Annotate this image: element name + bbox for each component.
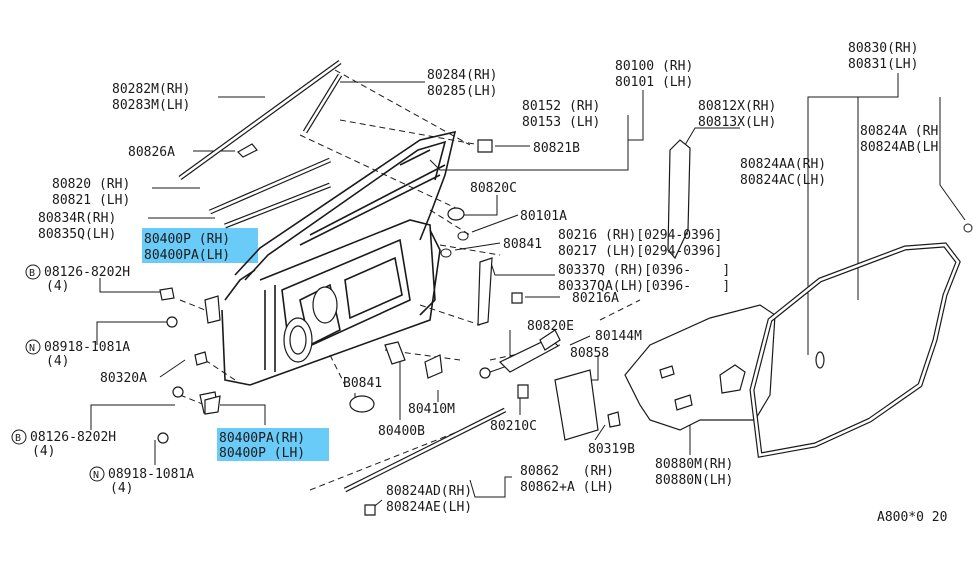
label-nut1-code: 08918-1081A xyxy=(44,340,130,355)
label-80831: 80831(LH) xyxy=(848,57,918,72)
label-80820E: 80820E xyxy=(527,319,574,334)
label-B0841: B0841 xyxy=(343,376,382,391)
label-80337QA: 80337QA(LH)[0396- ] xyxy=(558,279,730,294)
label-80216A: 80216A xyxy=(572,291,619,306)
label-80841: 80841 xyxy=(503,237,542,252)
label-80830: 80830(RH) xyxy=(848,41,918,56)
label-80284: 80284(RH) xyxy=(427,68,497,83)
label-80821B: 80821B xyxy=(533,141,580,156)
highlight-80400P-top xyxy=(142,228,258,263)
highlight-80400PA-bottom xyxy=(217,428,329,461)
label-80812X: 80812X(RH) xyxy=(698,99,776,114)
label-80144M: 80144M xyxy=(595,329,642,344)
label-80282M: 80282M(RH) xyxy=(112,82,190,97)
label-80337Q: 80337Q (RH)[0396- ] xyxy=(558,263,730,278)
label-bolt1-code: 08126-8202H xyxy=(44,265,130,280)
label-80862A: 80862+A (LH) xyxy=(520,480,614,495)
nut-symbol-2-letter: N xyxy=(93,470,99,481)
label-80813X: 80813X(LH) xyxy=(698,115,776,130)
diagram-code: A800*0 20 xyxy=(877,510,947,525)
bolt-symbol-2 xyxy=(11,429,27,445)
label-80216: 80216 (RH)[0294-0396] xyxy=(558,228,722,243)
nut-symbol-2 xyxy=(89,466,105,482)
label-nut2-qty: (4) xyxy=(110,481,133,496)
label-80400B: 80400B xyxy=(378,424,425,439)
label-nut1-qty: (4) xyxy=(46,354,69,369)
label-80834R: 80834R(RH) xyxy=(38,211,116,226)
label-bolt2-code: 08126-8202H xyxy=(30,430,116,445)
label-80153: 80153 (LH) xyxy=(522,115,600,130)
label-80283M: 80283M(LH) xyxy=(112,98,190,113)
label-80210C: 80210C xyxy=(490,419,537,434)
door-hardware xyxy=(204,257,599,441)
bolt-symbol-2-letter: B xyxy=(15,433,21,444)
label-80285: 80285(LH) xyxy=(427,84,497,99)
door-trim-panel xyxy=(624,304,776,431)
label-80826A: 80826A xyxy=(128,145,175,160)
label-80824AA: 80824AA(RH) xyxy=(740,157,826,172)
label-80217: 80217 (LH)[0294-0396] xyxy=(558,244,722,259)
weatherstrip-80812X xyxy=(667,139,691,260)
lower-molding-80862 xyxy=(343,407,507,493)
label-80400PA-top: 80400PA(LH) xyxy=(144,248,230,263)
label-80824AC: 80824AC(LH) xyxy=(740,173,826,188)
label-80824AD: 80824AD(RH) xyxy=(386,484,472,499)
label-80820C: 80820C xyxy=(470,181,517,196)
label-80880N: 80880N(LH) xyxy=(655,473,733,488)
label-80862: 80862 (RH) xyxy=(520,464,614,479)
fasteners xyxy=(157,139,973,516)
part-labels: 80282M(RH) 80283M(LH) 80284(RH) 80285(LH… xyxy=(11,41,947,525)
label-80410M: 80410M xyxy=(408,402,455,417)
label-80100: 80100 (RH) xyxy=(615,59,693,74)
label-80824AE: 80824AE(LH) xyxy=(386,500,472,515)
bolt-symbol-1-letter: B xyxy=(29,268,35,279)
label-bolt2-qty: (4) xyxy=(32,444,55,459)
label-80400P-bottom: 80400P (LH) xyxy=(219,446,305,461)
door-weatherstrip-80830 xyxy=(749,242,961,458)
label-80101: 80101 (LH) xyxy=(615,75,693,90)
label-80152: 80152 (RH) xyxy=(522,99,600,114)
window-moldings xyxy=(178,59,343,229)
label-80101A: 80101A xyxy=(520,209,567,224)
label-80400P-top: 80400P (RH) xyxy=(144,232,230,247)
label-nut2-code: 08918-1081A xyxy=(108,467,194,482)
label-80821: 80821 (LH) xyxy=(52,193,130,208)
label-80319B: 80319B xyxy=(588,442,635,457)
label-80400PA-bottom: 80400PA(RH) xyxy=(219,431,305,446)
label-80824AB: 80824AB(LH xyxy=(860,140,938,155)
bolt-symbol-1 xyxy=(25,264,41,280)
nut-symbol-1-letter: N xyxy=(29,343,35,354)
label-80824A: 80824A (RH xyxy=(860,124,938,139)
label-bolt1-qty: (4) xyxy=(46,279,69,294)
label-80820: 80820 (RH) xyxy=(52,177,130,192)
label-80858: 80858 xyxy=(570,346,609,361)
nut-symbol-1 xyxy=(25,339,41,355)
label-80880M: 80880M(RH) xyxy=(655,457,733,472)
label-80835Q: 80835Q(LH) xyxy=(38,227,116,242)
label-80320A: 80320A xyxy=(100,371,147,386)
front-door-shell xyxy=(199,130,457,414)
